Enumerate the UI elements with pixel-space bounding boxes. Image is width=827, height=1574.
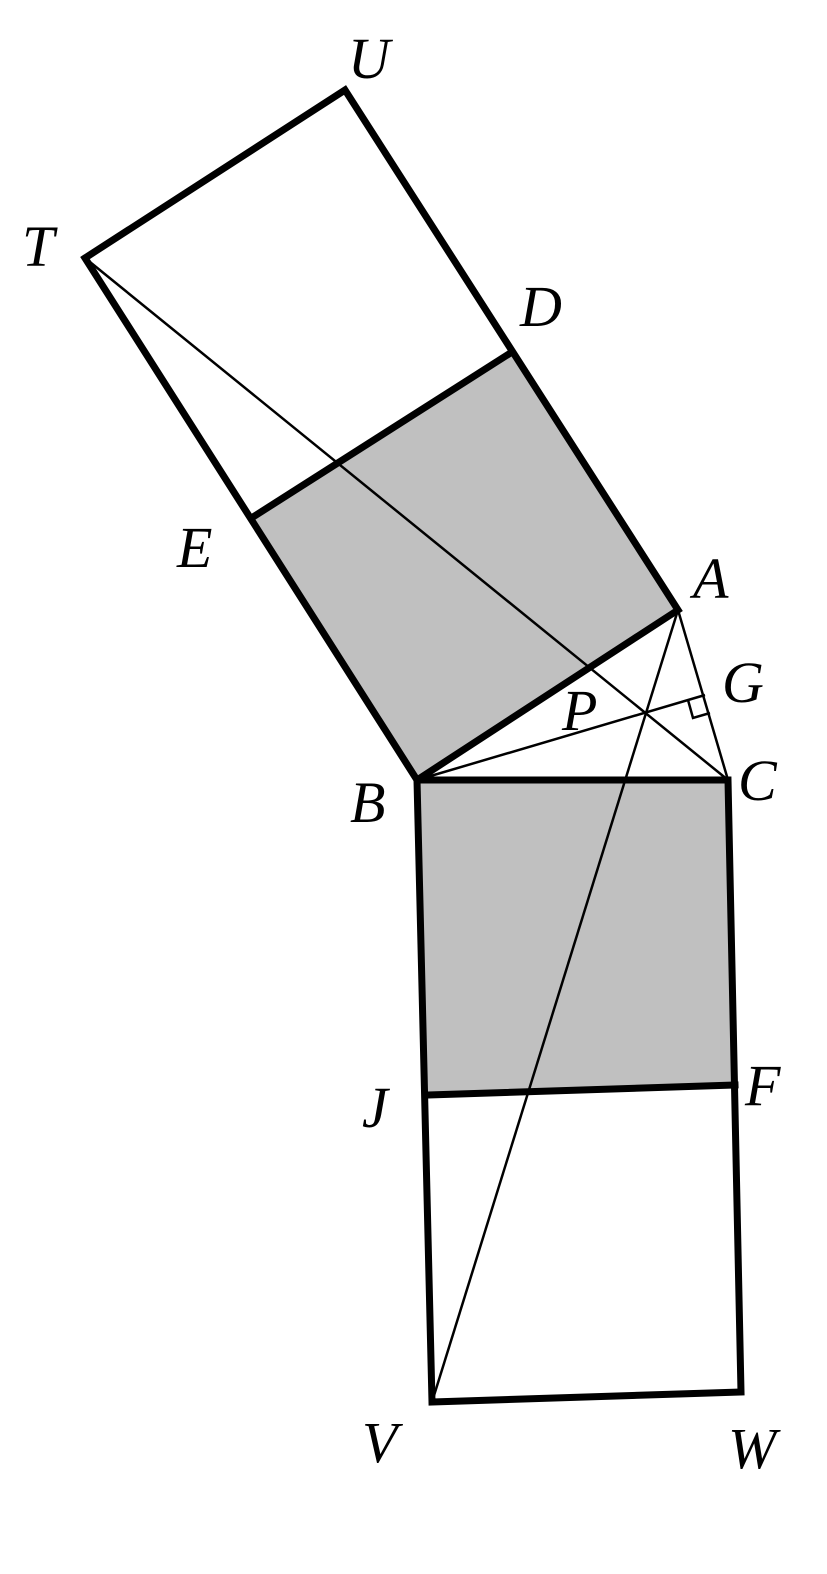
segment-AV xyxy=(430,609,680,1403)
label-G: G xyxy=(722,650,764,715)
label-T: T xyxy=(22,214,58,279)
label-U: U xyxy=(348,26,394,91)
label-E: E xyxy=(176,515,212,580)
label-V: V xyxy=(362,1410,404,1475)
right-angle-marker xyxy=(686,699,711,720)
thin-lines xyxy=(84,257,730,1403)
label-A: A xyxy=(689,546,729,611)
segment-JF xyxy=(424,1081,739,1099)
label-J: J xyxy=(362,1075,391,1140)
label-B: B xyxy=(350,770,385,835)
label-W: W xyxy=(728,1416,781,1481)
label-F: F xyxy=(744,1053,781,1118)
segment-ED xyxy=(248,347,517,522)
label-D: D xyxy=(519,274,562,339)
label-P: P xyxy=(561,678,597,743)
label-C: C xyxy=(738,748,778,813)
segment-TC xyxy=(84,257,729,781)
segment-BG xyxy=(416,693,706,782)
